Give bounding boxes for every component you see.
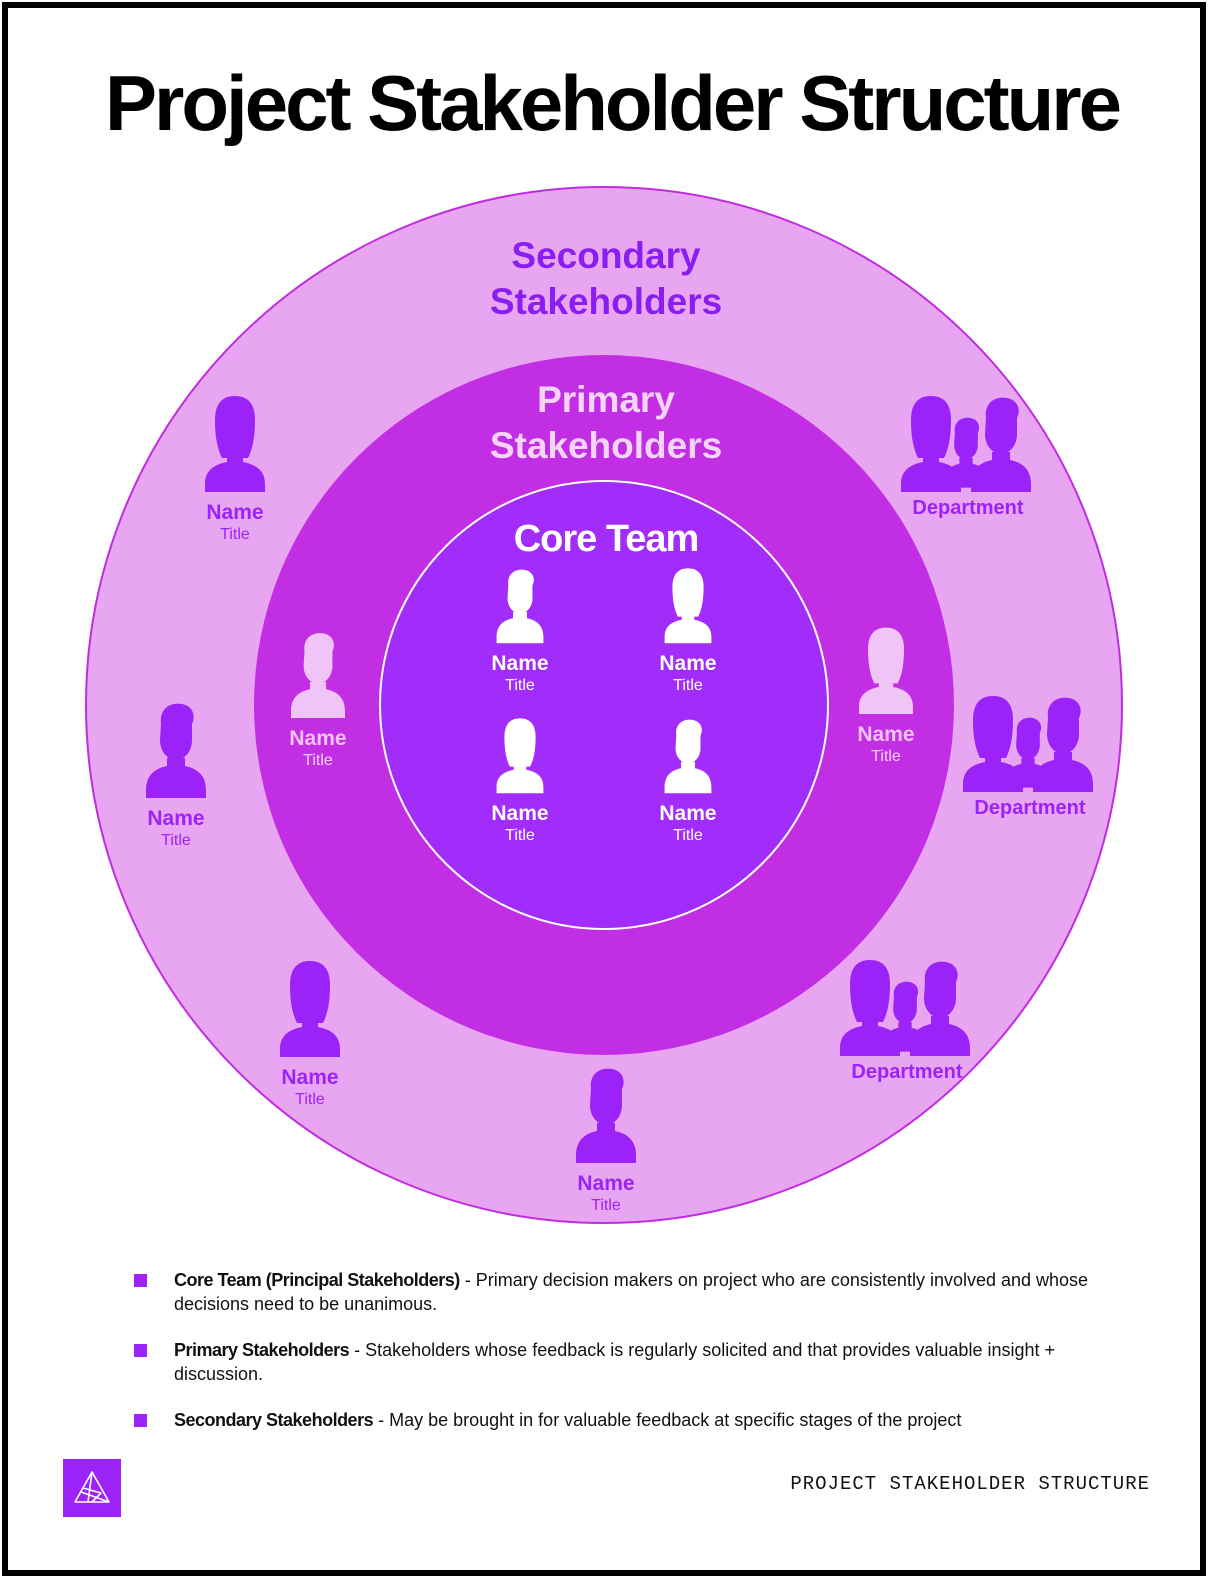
secondary-ring-label-line1: Secondary: [511, 235, 701, 276]
triangle-logo-icon: [74, 1471, 110, 1503]
person-title: Title: [871, 748, 901, 765]
department-label: Department: [851, 1061, 962, 1083]
department-group: Department: [901, 396, 1031, 519]
legend-bullet: [134, 1274, 147, 1287]
primary-ring-label-line1: Primary: [537, 379, 675, 420]
person-name: Name: [491, 802, 548, 825]
legend-bullet: [134, 1414, 147, 1427]
legend-description: - Primary decision makers on project who…: [174, 1270, 1089, 1314]
person-name: Name: [577, 1172, 634, 1195]
page-frame: [2, 2, 1206, 1576]
person-name: Name: [857, 723, 914, 746]
person-name: Name: [206, 501, 263, 524]
legend: Core Team (Principal Stakeholders) - Pri…: [134, 1268, 1114, 1454]
core-team-label: Core Team: [514, 518, 699, 560]
primary-ring-label-line2: Stakeholders: [490, 425, 722, 466]
department-group: Department: [840, 960, 970, 1083]
person-name: Name: [659, 802, 716, 825]
department-label: Department: [974, 797, 1085, 819]
person-title: Title: [295, 1091, 325, 1108]
person-name: Name: [281, 1066, 338, 1089]
person-title: Title: [220, 526, 250, 543]
legend-description: - May be brought in for valuable feedbac…: [373, 1410, 962, 1430]
legend-term: Secondary Stakeholders: [174, 1410, 374, 1430]
person-title: Title: [303, 752, 333, 769]
legend-term: Core Team (Principal Stakeholders): [174, 1270, 460, 1290]
department-label: Department: [912, 497, 1023, 519]
legend-item-core-team: Core Team (Principal Stakeholders) - Pri…: [134, 1268, 1114, 1316]
person-name: Name: [147, 807, 204, 830]
core-team-circle: [379, 480, 829, 930]
person-title: Title: [673, 827, 703, 844]
page-title: Project Stakeholder Structure: [105, 59, 1122, 147]
footer-text: PROJECT STAKEHOLDER STRUCTURE: [790, 1473, 1150, 1495]
logo: [63, 1459, 121, 1517]
department-group: Department: [963, 696, 1093, 819]
person-name: Name: [491, 652, 548, 675]
legend-item-primary: Primary Stakeholders - Stakeholders whos…: [134, 1338, 1114, 1386]
person-title: Title: [673, 677, 703, 694]
person-name: Name: [659, 652, 716, 675]
legend-term: Primary Stakeholders: [174, 1340, 350, 1360]
legend-item-secondary: Secondary Stakeholders - May be brought …: [134, 1408, 1114, 1432]
person-title: Title: [505, 827, 535, 844]
legend-bullet: [134, 1344, 147, 1357]
secondary-ring-label-line2: Stakeholders: [490, 281, 722, 322]
person-title: Title: [505, 677, 535, 694]
legend-description: - Stakeholders whose feedback is regular…: [174, 1340, 1055, 1384]
person-title: Title: [591, 1197, 621, 1214]
person-name: Name: [289, 727, 346, 750]
person-title: Title: [161, 832, 191, 849]
